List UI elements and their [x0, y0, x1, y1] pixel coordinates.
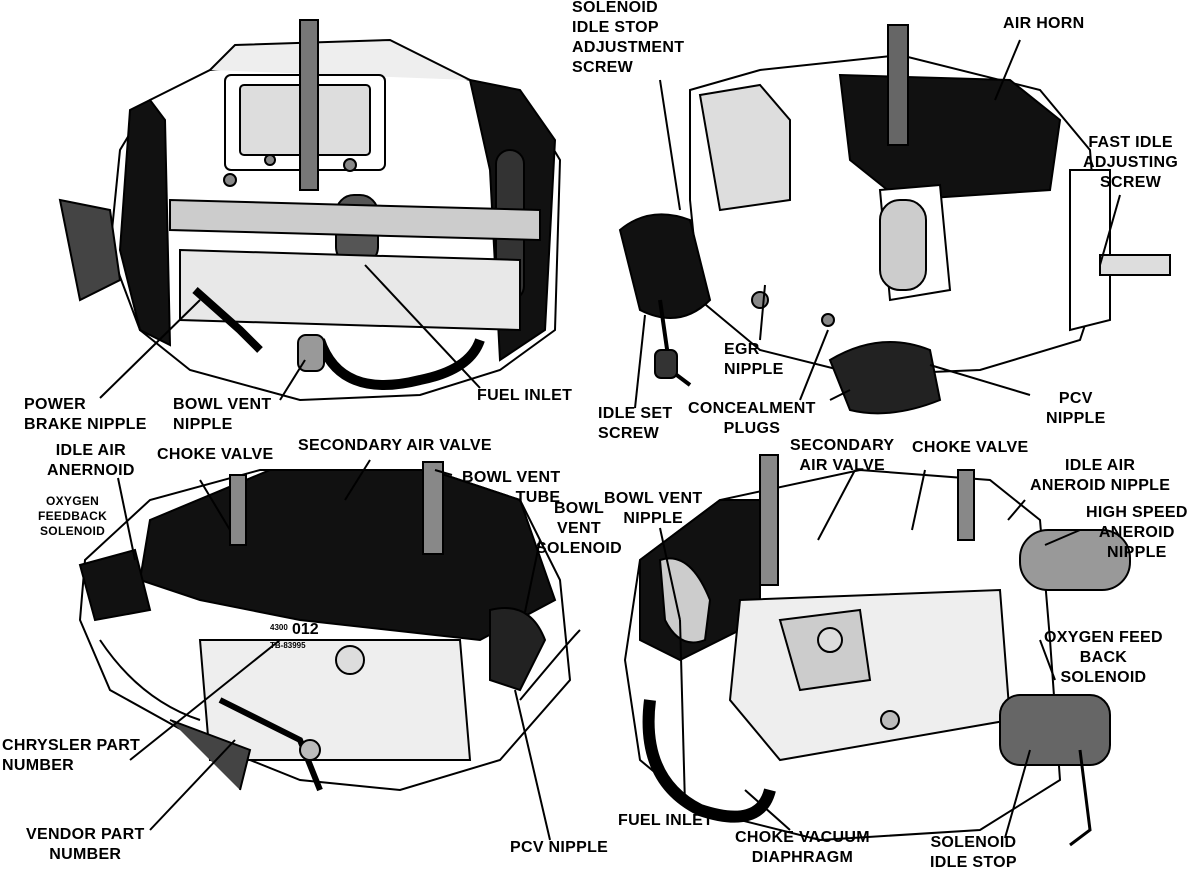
label-line: ANEROID NIPPLE [1030, 477, 1171, 494]
label-line: ADJUSTING [1083, 154, 1179, 171]
label-line: BRAKE NIPPLE [24, 416, 147, 433]
leader-lines [99, 39, 1121, 841]
label-line: SOLENOID [572, 0, 658, 16]
label-line: PCV NIPPLE [510, 839, 609, 856]
carburetor-bottom-right [623, 454, 1131, 847]
label-line: SECONDARY AIR VALVE [298, 437, 492, 454]
label-line: OXYGEN FEED [1044, 629, 1163, 646]
label-line: NIPPLE [173, 416, 233, 433]
label-line: AIR VALVE [799, 457, 885, 474]
label-bowl-vent-solenoid: BOWL VENT SOLENOID [536, 499, 622, 559]
label-line: NIPPLE [1107, 544, 1167, 561]
label-line: CHOKE VACUUM [735, 829, 870, 846]
label-line: SOLENOID [40, 524, 106, 538]
label-line: SOLENOID [930, 834, 1017, 851]
label-oxygen-feed-back-solenoid-right: OXYGEN FEED BACK SOLENOID [1044, 628, 1163, 688]
label-line: SCREW [1100, 174, 1162, 191]
label-idle-set-screw: IDLE SET SCREW [598, 404, 672, 444]
label-line: NIPPLE [724, 361, 784, 378]
label-chrysler-part-number: CHRYSLER PART NUMBER [2, 736, 140, 776]
label-idle-air-anernoid: IDLE AIR ANERNOID [47, 441, 135, 481]
label-bowl-vent-nipple-right: BOWL VENT NIPPLE [604, 489, 702, 529]
label-line: FAST IDLE [1088, 134, 1173, 151]
label-line: SOLENOID [536, 540, 622, 557]
label-air-horn: AIR HORN [1003, 14, 1085, 34]
label-line: CHRYSLER PART [2, 737, 141, 754]
label-line: SECONDARY [790, 437, 895, 454]
label-solenoid-idle-stop: SOLENOID IDLE STOP [930, 833, 1017, 873]
label-line: VENT [557, 520, 601, 537]
label-line: IDLE STOP [930, 854, 1017, 871]
label-line: PCV [1058, 390, 1093, 407]
label-line: BOWL [553, 500, 605, 517]
label-concealment-plugs: CONCEALMENT PLUGS [688, 399, 816, 439]
label-bowl-vent-nipple-top: BOWL VENT NIPPLE [173, 395, 271, 435]
label-bowl-vent-tube: BOWL VENT TUBE [462, 468, 560, 508]
label-line: DIAPHRAGM [751, 849, 854, 866]
label-egr-nipple: EGR NIPPLE [724, 340, 784, 380]
label-line: PLUGS [723, 420, 781, 437]
label-line: SOLENOID [1060, 669, 1147, 686]
label-line: IDLE SET [598, 405, 673, 422]
carburetor-top-right [618, 24, 1171, 415]
label-choke-valve-left: CHOKE VALVE [157, 445, 274, 465]
label-fast-idle-adjusting-screw: FAST IDLE ADJUSTING SCREW [1083, 133, 1178, 193]
label-line: NIPPLE [1046, 410, 1106, 427]
label-idle-air-aneroid-nipple: IDLE AIR ANEROID NIPPLE [1030, 456, 1170, 496]
label-secondary-air-valve-right: SECONDARY AIR VALVE [790, 436, 894, 476]
label-secondary-air-valve-left: SECONDARY AIR VALVE [298, 436, 492, 456]
carburetor-bottom-left [78, 461, 581, 792]
label-line: HIGH SPEED [1086, 504, 1188, 521]
label-line: FUEL INLET [618, 812, 714, 829]
label-line: CHOKE VALVE [157, 446, 274, 463]
label-power-brake-nipple: POWER BRAKE NIPPLE [24, 395, 147, 435]
label-line: IDLE AIR [55, 442, 126, 459]
label-line: NUMBER [49, 846, 122, 863]
label-line: BOWL VENT [462, 469, 561, 486]
part-stamp-small-bottom: TB-83995 [270, 641, 306, 650]
label-line: EGR [724, 341, 760, 358]
label-line: ANEROID [1098, 524, 1175, 541]
label-line: SCREW [598, 425, 660, 442]
label-line: FUEL INLET [477, 387, 573, 404]
part-stamp-small-top: 4300 [270, 623, 288, 632]
carburetor-top-left [58, 19, 562, 402]
label-line: IDLE STOP [572, 19, 659, 36]
label-line: NUMBER [2, 757, 75, 774]
label-line: FEEDBACK [38, 509, 108, 523]
label-line: OXYGEN [45, 494, 100, 508]
label-line: BOWL VENT [604, 490, 703, 507]
label-solenoid-idle-stop-adjustment-screw: SOLENOID IDLE STOP ADJUSTMENT SCREW [572, 0, 684, 78]
label-line: CONCEALMENT [688, 400, 816, 417]
label-line: AIR HORN [1003, 15, 1085, 32]
label-line: CHOKE VALVE [912, 439, 1029, 456]
label-line: BOWL VENT [173, 396, 272, 413]
label-vendor-part-number: VENDOR PART NUMBER [26, 825, 145, 865]
label-line: IDLE AIR [1064, 457, 1136, 474]
label-choke-valve-right: CHOKE VALVE [912, 438, 1029, 458]
label-line: POWER [24, 396, 86, 413]
label-line: ANERNOID [47, 462, 135, 479]
label-high-speed-aneroid-nipple: HIGH SPEED ANEROID NIPPLE [1086, 503, 1188, 563]
label-line: VENDOR PART [26, 826, 145, 843]
label-fuel-inlet-bottom: FUEL INLET [618, 811, 713, 831]
label-fuel-inlet-top: FUEL INLET [477, 386, 572, 406]
label-choke-vacuum-diaphragm: CHOKE VACUUM DIAPHRAGM [735, 828, 870, 868]
label-pcv-nipple-top: PCV NIPPLE [1046, 389, 1106, 429]
label-line: NIPPLE [623, 510, 683, 527]
label-line: ADJUSTMENT [572, 39, 685, 56]
part-stamp-big: 012 [292, 621, 319, 638]
label-line: SCREW [572, 59, 634, 76]
label-pcv-nipple-bottom: PCV NIPPLE [510, 838, 608, 858]
label-line: TUBE [515, 489, 561, 506]
label-line: BACK [1079, 649, 1128, 666]
